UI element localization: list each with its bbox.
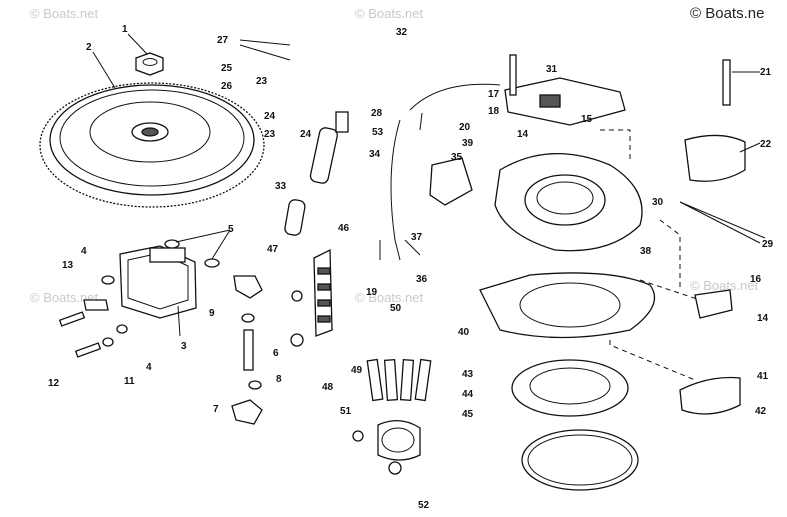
armature-plate <box>494 152 643 252</box>
callout-21: 21 <box>760 67 772 78</box>
callout-19: 19 <box>366 287 378 298</box>
callout-14: 14 <box>517 129 529 140</box>
callout-5: 5 <box>228 224 234 235</box>
rectifier <box>352 358 432 475</box>
flywheel <box>39 82 265 208</box>
terminal-block <box>313 248 333 337</box>
callout-38: 38 <box>640 246 652 257</box>
callout-15: 15 <box>581 114 593 125</box>
callout-17: 17 <box>488 89 500 100</box>
callout-29: 29 <box>762 239 774 250</box>
cam-16 <box>694 289 733 319</box>
boot-and-terminal <box>231 275 263 425</box>
flywheel-nut <box>135 52 164 76</box>
callout-23: 23 <box>256 76 268 87</box>
callout-52: 52 <box>418 500 430 511</box>
screws-47-48 <box>290 290 304 347</box>
callout-42: 42 <box>755 406 767 417</box>
callout-3: 3 <box>181 341 187 352</box>
callout-30: 30 <box>652 197 664 208</box>
screw-17 <box>509 54 517 96</box>
callout-49: 49 <box>351 365 363 376</box>
callout-47: 47 <box>267 244 279 255</box>
watermark: © Boats.net <box>355 6 424 21</box>
callout-24: 24 <box>300 129 312 140</box>
leader-lines <box>92 33 766 337</box>
callout-51: 51 <box>340 406 352 417</box>
callout-6: 6 <box>273 348 279 359</box>
callout-7: 7 <box>213 404 219 415</box>
callout-8: 8 <box>276 374 282 385</box>
callout-53: 53 <box>372 127 384 138</box>
brand-logo: © Boats.ne <box>690 5 764 22</box>
callout-9: 9 <box>209 308 215 319</box>
callout-26: 26 <box>221 81 233 92</box>
callout-27: 27 <box>217 35 229 46</box>
callout-45: 45 <box>462 409 474 420</box>
callout-4: 4 <box>81 246 87 257</box>
callout-46: 46 <box>338 223 350 234</box>
callout-37: 37 <box>411 232 423 243</box>
cam-41 <box>679 376 741 415</box>
clamp <box>83 299 109 311</box>
callout-4: 4 <box>146 362 152 373</box>
callout-44: 44 <box>462 389 474 400</box>
callout-33: 33 <box>275 181 287 192</box>
callout-2: 2 <box>86 42 92 53</box>
callout-14: 14 <box>757 313 769 324</box>
callout-35: 35 <box>451 152 463 163</box>
callout-labels: 1 2 3 4 4 5 6 7 8 9 11 12 13 14 14 15 16… <box>48 24 774 511</box>
callout-43: 43 <box>462 369 474 380</box>
callout-28: 28 <box>371 108 383 119</box>
connector-sleeve <box>309 111 349 184</box>
charge-coil <box>429 157 473 206</box>
callout-32: 32 <box>396 27 408 38</box>
assembly-lines <box>600 129 701 381</box>
callout-50: 50 <box>390 303 402 314</box>
callout-1: 1 <box>122 24 128 35</box>
callout-23: 23 <box>264 129 276 140</box>
watermark: © Boats.net <box>30 290 99 305</box>
callout-39: 39 <box>462 138 474 149</box>
callout-24: 24 <box>264 111 276 122</box>
callout-13: 13 <box>62 260 74 271</box>
wire-harness <box>239 15 739 261</box>
callout-18: 18 <box>488 106 500 117</box>
power-pack <box>119 245 197 319</box>
callout-12: 12 <box>48 378 60 389</box>
callout-48: 48 <box>322 382 334 393</box>
ignition-coil <box>684 59 746 182</box>
watermark: © Boats.net <box>355 290 424 305</box>
switch-box <box>504 77 626 126</box>
washers <box>101 239 220 347</box>
snap-ring <box>521 429 639 491</box>
callout-11: 11 <box>124 376 135 387</box>
connector-33 <box>284 199 306 236</box>
watermark: © Boats.net <box>690 278 759 293</box>
callout-25: 25 <box>221 63 233 74</box>
mounting-screws <box>58 311 102 358</box>
callout-41: 41 <box>757 371 769 382</box>
callout-40: 40 <box>458 327 470 338</box>
callout-36: 36 <box>416 274 428 285</box>
retainer-ring <box>511 359 629 417</box>
callout-31: 31 <box>546 64 558 75</box>
callout-16: 16 <box>750 274 762 285</box>
watermark: © Boats.net <box>30 6 99 21</box>
callout-20: 20 <box>459 122 471 133</box>
callout-34: 34 <box>369 149 381 160</box>
callout-22: 22 <box>760 139 772 150</box>
stator-plate <box>479 272 656 339</box>
